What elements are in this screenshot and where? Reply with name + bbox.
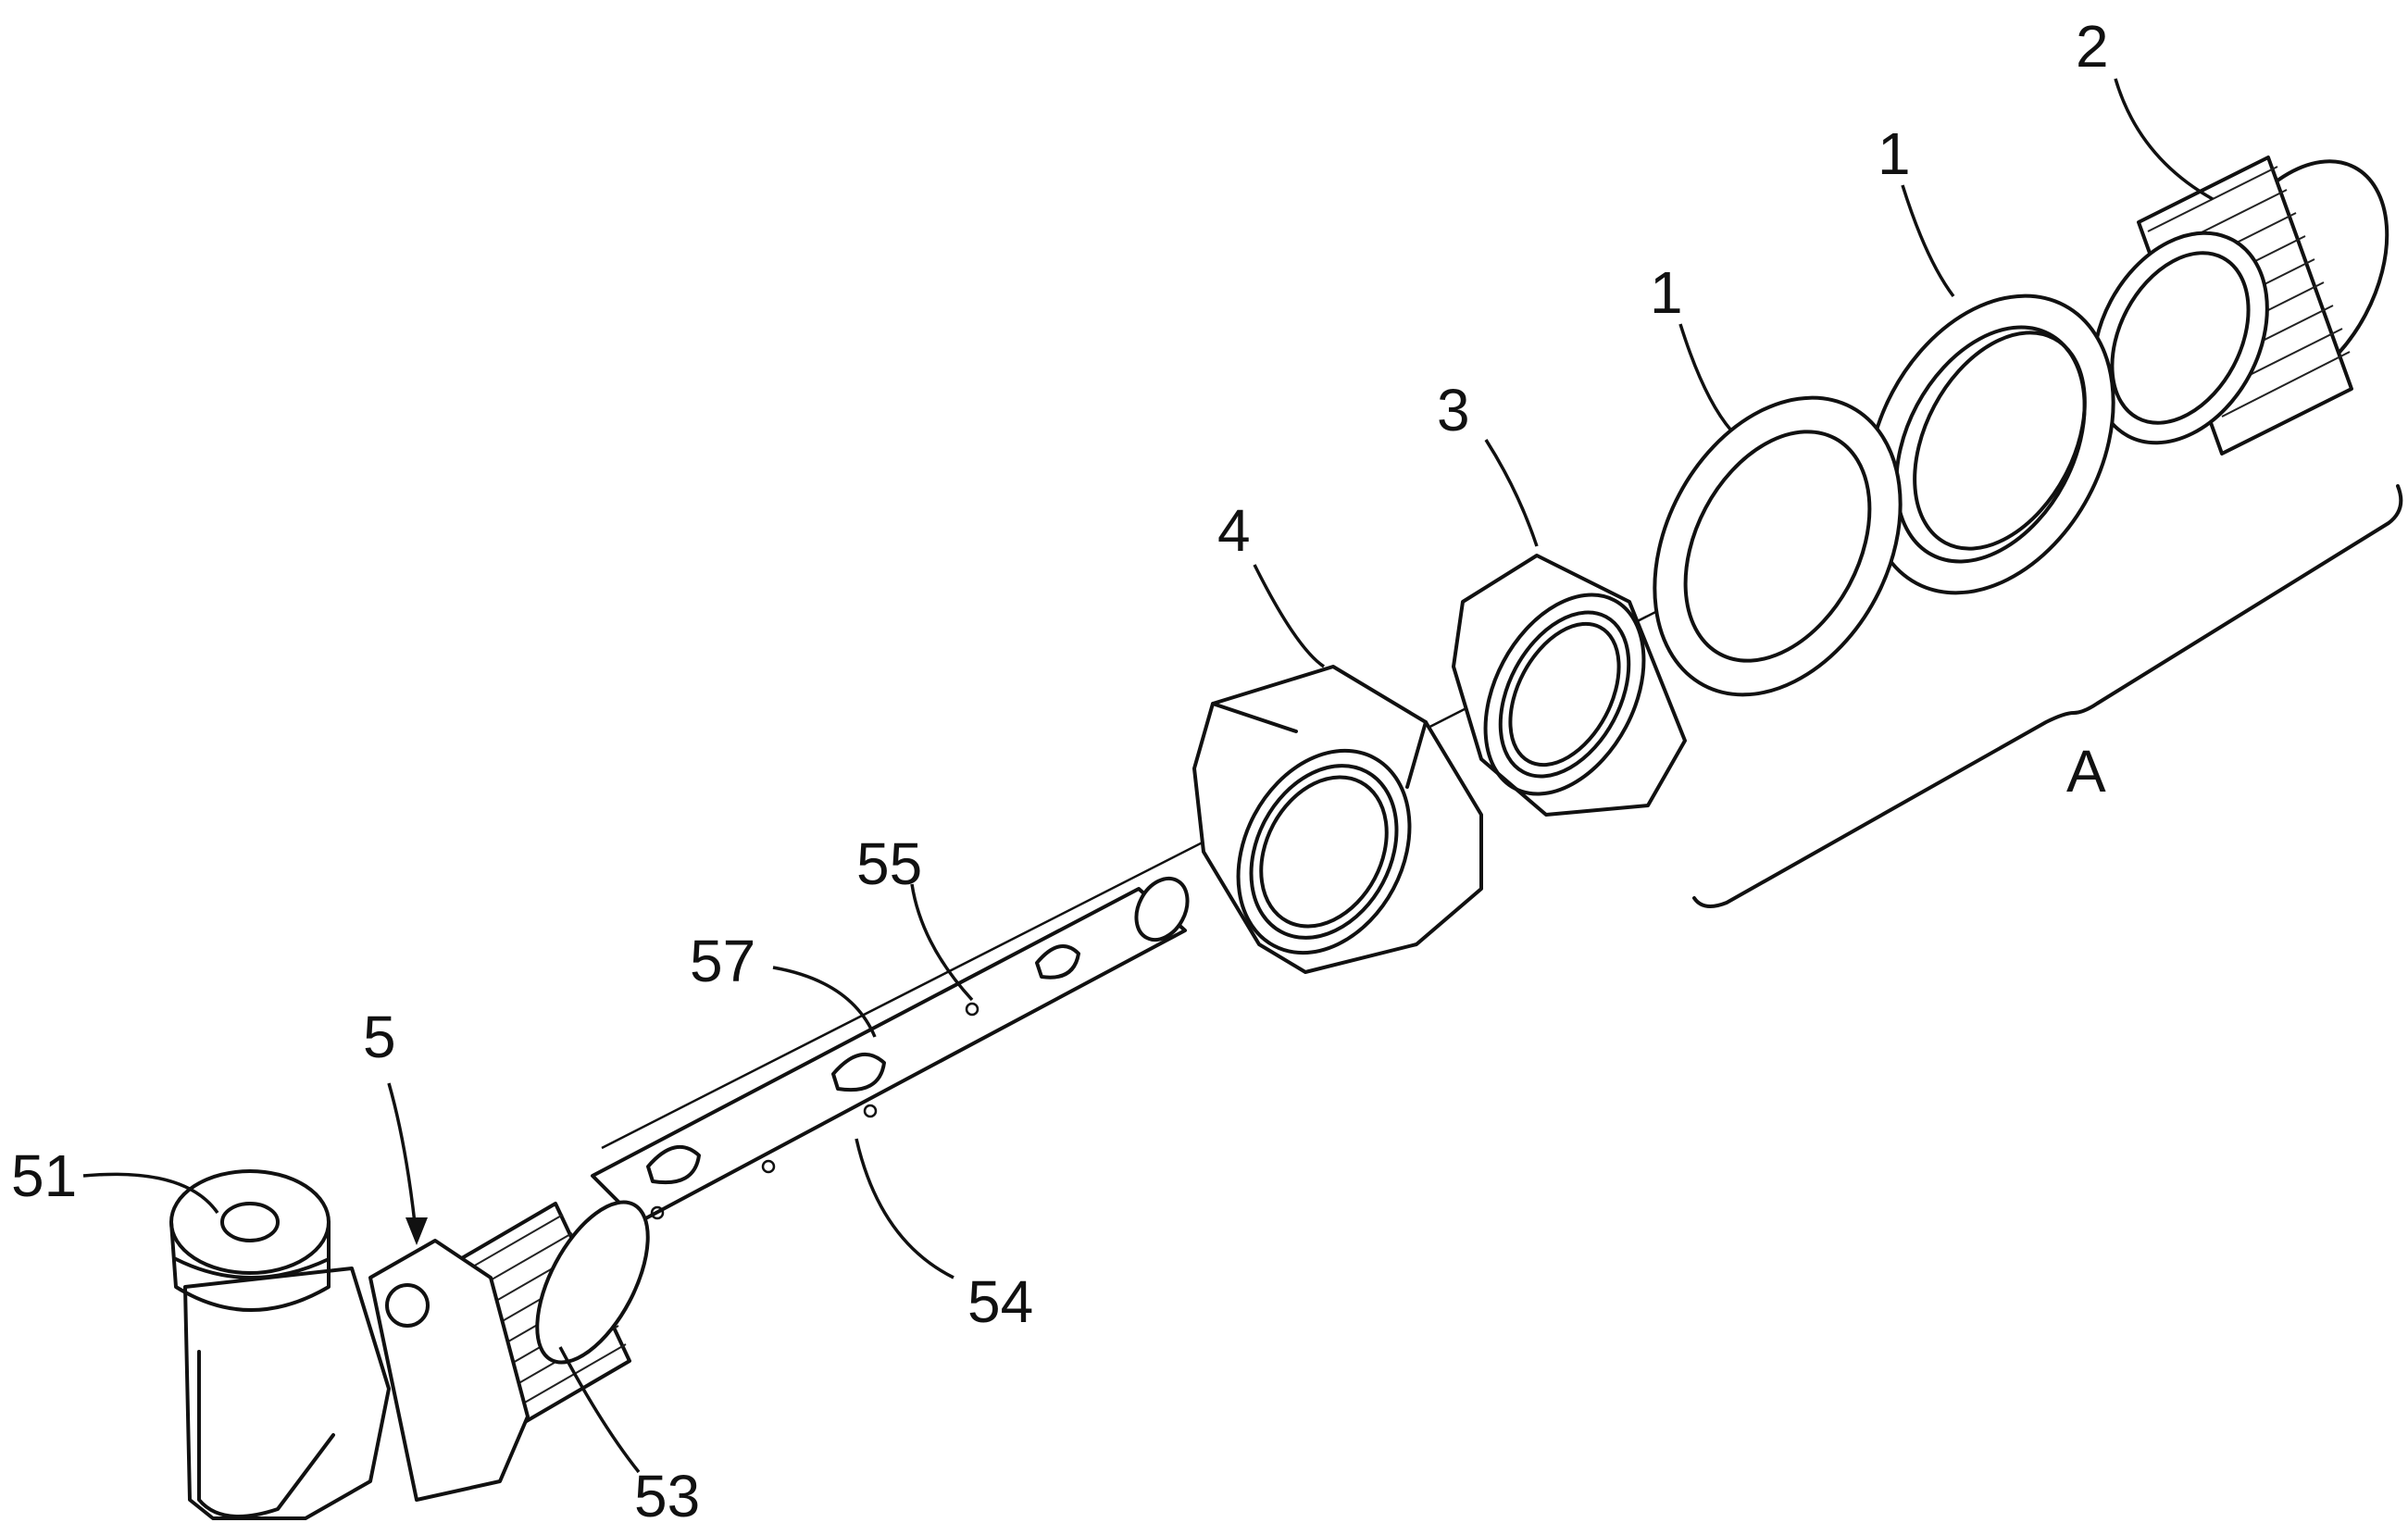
part-4-hex-nut	[1192, 665, 1483, 974]
callout-54: 54	[967, 1268, 1033, 1335]
callout-5: 5	[363, 1004, 396, 1070]
leader-54	[855, 1138, 954, 1279]
callout-57: 57	[690, 928, 755, 994]
callout-55: 55	[856, 830, 922, 897]
leader-55	[910, 883, 974, 1002]
part-3-lock-nut	[1452, 554, 1687, 817]
assembly-a-brace	[1692, 484, 2403, 908]
leader-57	[772, 966, 877, 1038]
part-1-outer-washer	[1865, 293, 2115, 595]
callout-1-outer: 1	[1878, 120, 1911, 187]
leader-2	[2114, 78, 2214, 201]
leader-5	[387, 1082, 418, 1242]
callout-2: 2	[2076, 13, 2109, 80]
leader-1-outer	[1901, 184, 1955, 298]
leader-5-arrowhead	[405, 1217, 428, 1245]
part-5-elbow-fitting	[169, 876, 1190, 1520]
leader-4	[1253, 564, 1325, 668]
leader-3	[1484, 439, 1539, 547]
callout-a: A	[2066, 738, 2106, 805]
callout-1-inner: 1	[1650, 259, 1683, 326]
leader-51	[82, 1172, 219, 1215]
leader-53	[558, 1346, 641, 1474]
part-2-threaded-fitting	[2091, 156, 2389, 456]
callout-53: 53	[634, 1463, 700, 1529]
callout-3: 3	[1437, 377, 1470, 443]
leader-1-inner	[1678, 323, 1733, 432]
part-1-inner-washer	[1653, 395, 1903, 697]
callout-51: 51	[11, 1142, 77, 1209]
callout-4: 4	[1217, 497, 1251, 564]
